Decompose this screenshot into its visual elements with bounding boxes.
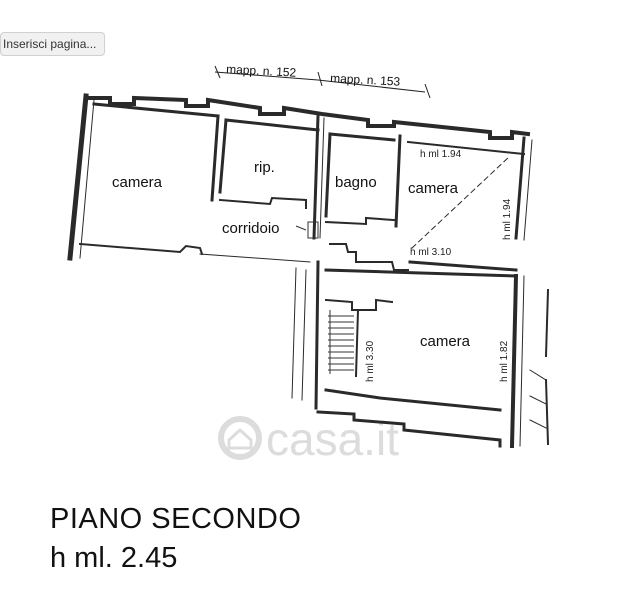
room-label-camera-right: camera [408,180,459,197]
height-label-bottom-right: h ml 1.82 [499,340,510,382]
walls [67,93,550,449]
parcel-boundary [214,65,431,99]
room-label-camera-bottom: camera [420,333,471,350]
floor-height: h ml. 2.45 [50,542,178,574]
parcel-label-152: mapp. n. 152 [226,62,297,80]
room-label-corridoio: corridoio [222,220,280,237]
height-label-right: h ml 1.94 [502,198,513,240]
height-label-top: h ml 1.94 [420,149,462,160]
room-label-ripostiglio: rip. [254,159,275,176]
room-label-camera-left: camera [112,174,163,191]
height-label-diagonal: h ml 3.10 [410,247,452,258]
room-label-bagno: bagno [335,174,377,191]
height-label-stair: h ml 3.30 [365,340,376,382]
insert-page-tooltip: Inserisci pagina... [0,32,106,56]
stairs [328,310,354,374]
parcel-label-153: mapp. n. 153 [330,71,401,89]
floor-title: PIANO SECONDO [50,503,302,535]
corridor-doors [295,221,319,239]
floor-plan: casa.it mapp. n. 152 mapp. n. 153 [67,62,550,465]
